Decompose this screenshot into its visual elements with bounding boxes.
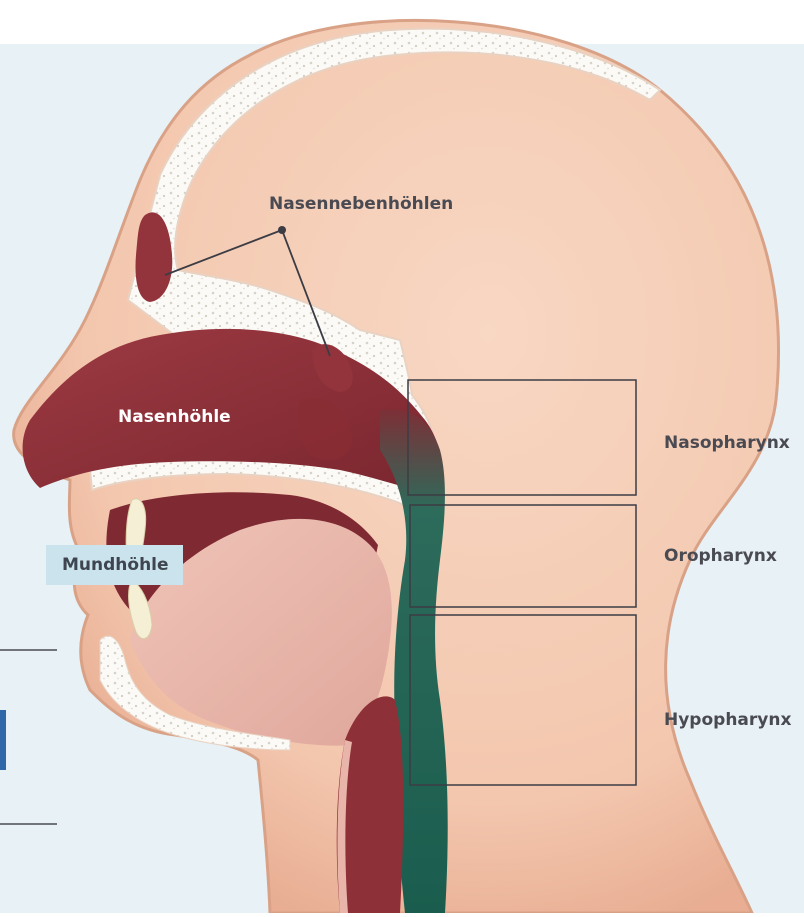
label-oropharynx: Oropharynx [664, 546, 777, 566]
label-hypopharynx: Hypopharynx [664, 710, 791, 730]
leader-dot [278, 226, 286, 234]
label-oral-cavity: Mundhöhle [46, 545, 183, 585]
label-sinuses: Nasennebenhöhlen [269, 194, 453, 214]
left-blue-mark [0, 710, 6, 770]
label-nasal-cavity: Nasenhöhle [118, 407, 231, 427]
label-nasopharynx: Nasopharynx [664, 433, 790, 453]
